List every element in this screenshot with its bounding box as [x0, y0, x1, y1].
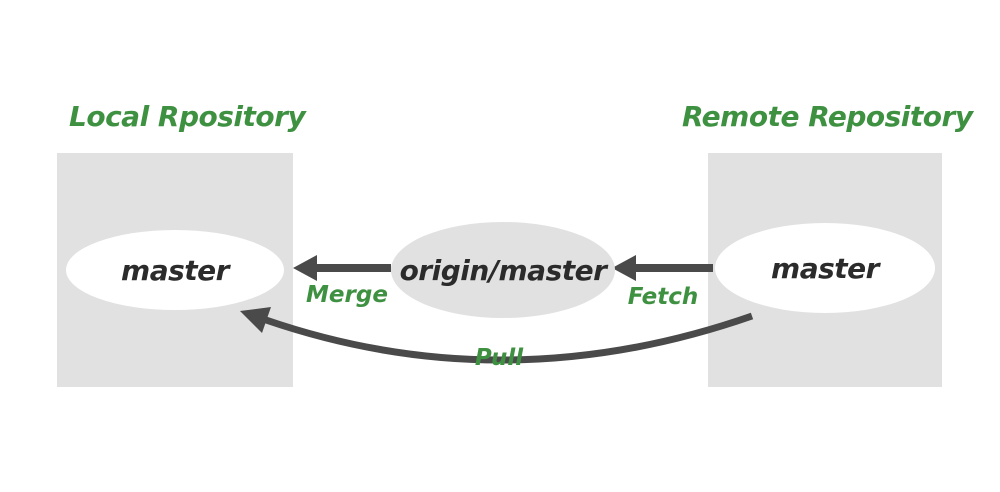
local-master-label: master: [121, 253, 229, 287]
remote-repository-title: Remote Repository: [682, 100, 973, 133]
origin-master-label: origin/master: [399, 253, 607, 287]
merge-arrow-label: Merge: [306, 282, 388, 308]
merge-arrow: [293, 255, 391, 281]
local-master-node: master: [66, 230, 284, 310]
pull-arrow-label: Pull: [474, 345, 524, 371]
remote-master-label: master: [771, 251, 879, 285]
fetch-arrow-label: Fetch: [627, 284, 699, 310]
pull-arrow: [240, 307, 754, 364]
fetch-arrow: [612, 255, 713, 281]
local-repository-title: Local Rpository: [69, 100, 306, 133]
remote-master-node: master: [715, 223, 935, 313]
origin-master-node: origin/master: [391, 222, 615, 318]
